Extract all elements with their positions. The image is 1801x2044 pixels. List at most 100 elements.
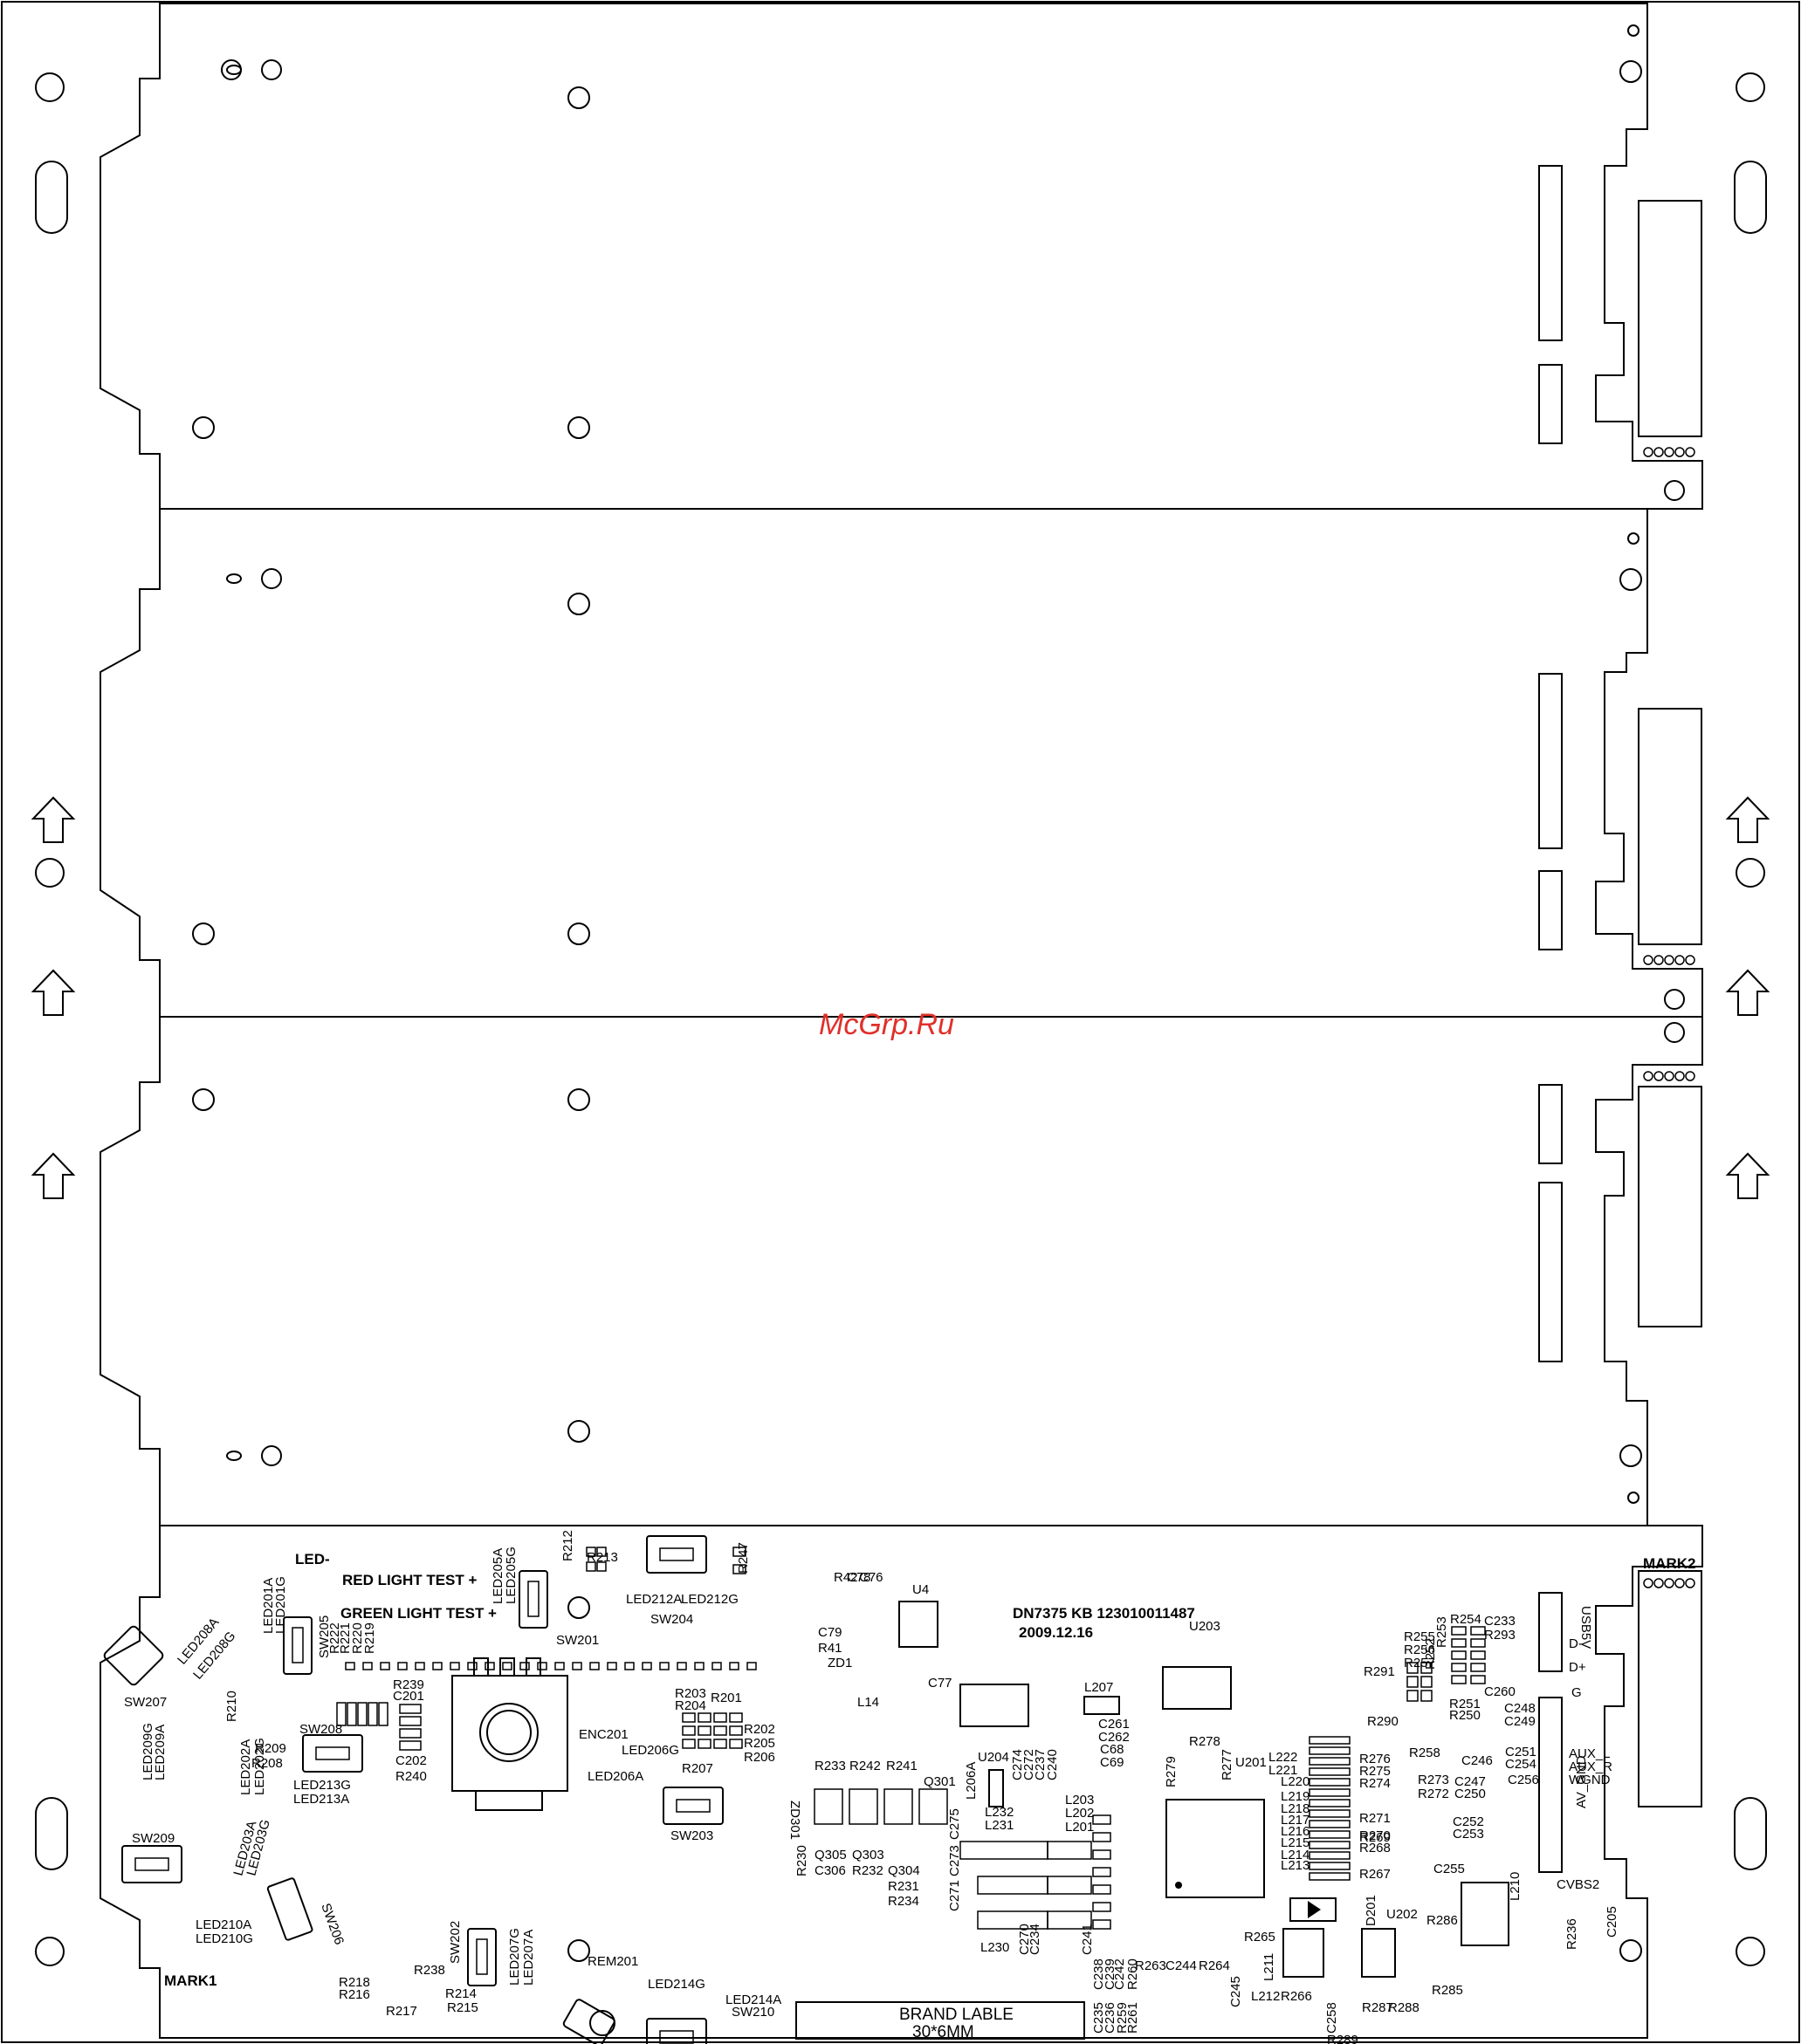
component-ref-c273: C273 [947,1845,962,1876]
component-ref-c233: C233 [1484,1614,1516,1629]
component-ref-c306: C306 [815,1863,846,1878]
sw209-footprint [121,1845,182,1883]
component-ref-r222: R222 [327,1622,342,1654]
component-ref-r273: R273 [1418,1773,1449,1787]
component-ref-r231: R231 [888,1879,919,1894]
svg-text:LED210A: LED210A [196,1917,251,1932]
component-ref-c240: C240 [1045,1749,1060,1780]
sw203-footprint [663,1787,724,1825]
board-3-outline [100,1016,1703,1526]
component-ref-c250: C250 [1454,1787,1486,1801]
svg-text:LED209A: LED209A [153,1725,168,1780]
svg-text:LED209G: LED209G [141,1723,155,1780]
component-ref-r218: R218 [339,1975,370,1990]
svg-text:U4: U4 [912,1582,929,1597]
component-ref-r254: R254 [1450,1612,1481,1627]
svg-text:LED213G: LED213G [293,1778,351,1793]
arrow-up-icon [31,796,76,843]
component-ref-c271: C271 [947,1880,962,1911]
component-ref-l207: L207 [1084,1680,1113,1695]
component-ref-c69: C69 [1100,1755,1124,1770]
svg-text:ENC201: ENC201 [579,1727,629,1742]
component-ref-r251: R251 [1449,1697,1481,1711]
component-ref-l214: L214 [1281,1848,1310,1862]
sw207-footprint [103,1625,164,1686]
component-ref-c275: C275 [947,1808,962,1840]
component-ref-r274: R274 [1359,1776,1391,1791]
svg-text:SW210: SW210 [732,2005,774,2020]
cvbs2-label: CVBS2 [1557,1877,1599,1892]
component-ref-l213: L213 [1281,1858,1310,1873]
board-id: DN7375 KB 123010011487 [1013,1605,1195,1622]
led-test-label: LED- [295,1551,330,1567]
component-ref-l219: L219 [1281,1789,1310,1804]
sw210-footprint [646,2018,707,2044]
component-ref-r201: R201 [711,1691,742,1705]
sw208-footprint [302,1734,363,1773]
direction-arrows [31,796,1770,1199]
component-ref-c272: C272 [1021,1749,1036,1780]
g-label: G [1571,1685,1582,1700]
svg-text:LED202A: LED202A [238,1739,253,1795]
svg-text:U202: U202 [1386,1907,1418,1922]
component-ref-l218: L218 [1281,1801,1310,1816]
component-ref-r261: R261 [1125,2002,1140,2034]
arrow-up-icon [1725,969,1770,1016]
component-ref-r242: R242 [849,1759,881,1773]
brand-label-line-2: 30*6MM [912,2023,974,2041]
chip-labels: U4 U201 U202 U203 U204 ENC201 REM201 Q30… [579,1582,1418,1969]
arrow-up-icon [1725,796,1770,843]
usb5v-label: USB5V [1578,1606,1593,1649]
component-ref-r259: R259 [1115,2002,1130,2034]
arrow-up-icon [31,969,76,1016]
component-ref-c249: C249 [1504,1714,1536,1729]
sw206-footprint [266,1877,313,1941]
svg-text:LED207G: LED207G [507,1928,522,1986]
component-ref-c78: C78 [847,1570,871,1585]
board-2-outline [100,508,1703,1018]
component-ref-l14: L14 [857,1695,879,1710]
component-ref-c238: C238 [1091,1958,1106,1990]
component-ref-l230: L230 [980,1940,1009,1955]
component-ref-r290: R290 [1367,1714,1399,1729]
component-ref-l217: L217 [1281,1813,1310,1828]
component-ref-r285: R285 [1432,1983,1463,1998]
component-ref-c247: C247 [1454,1774,1486,1789]
component-ref-r204: R204 [675,1698,706,1713]
component-ref-r230: R230 [794,1845,809,1876]
component-ref-c205: C205 [1605,1906,1619,1938]
component-ref-c255: C255 [1433,1862,1465,1876]
component-ref-r210: R210 [224,1691,239,1722]
green-light-test-label: GREEN LIGHT TEST + [340,1605,497,1622]
component-ref-l203: L203 [1065,1793,1094,1807]
svg-text:SW206: SW206 [318,1902,347,1947]
component-ref-c79: C79 [818,1625,842,1640]
component-ref-c254: C254 [1505,1757,1536,1772]
component-ref-c68: C68 [1100,1742,1124,1757]
component-ref-c260: C260 [1484,1684,1516,1699]
board-date: 2009.12.16 [1019,1624,1093,1641]
board-4-outline [100,1525,1703,2039]
svg-text:LED201G: LED201G [273,1576,288,1634]
component-ref-r263: R263 [1135,1958,1166,1973]
component-ref-r275: R275 [1359,1764,1391,1779]
svg-text:LED205G: LED205G [504,1547,519,1604]
component-ref-c252: C252 [1453,1814,1484,1829]
component-ref-r293: R293 [1484,1628,1516,1643]
component-ref-c236: C236 [1103,2002,1117,2034]
red-light-test-label: RED LIGHT TEST + [342,1572,478,1588]
component-ref-r241: R241 [886,1759,918,1773]
component-ref-r286: R286 [1426,1913,1458,1928]
component-ref-r238: R238 [414,1963,445,1978]
component-ref-l216: L216 [1281,1824,1310,1839]
led-labels: LED201A LED201G LED202A LED202G LED203A … [141,1547,781,2007]
component-ref-l220: L220 [1281,1774,1310,1789]
encoder-enc201 [451,1675,568,1792]
component-ref-r268: R268 [1359,1841,1391,1855]
component-ref-r277: R277 [1220,1749,1234,1780]
component-ref-r221: R221 [338,1622,353,1654]
svg-text:LED206A: LED206A [588,1769,643,1784]
component-ref-l211: L211 [1261,1953,1276,1981]
component-ref-l201: L201 [1065,1820,1094,1835]
component-ref-r236: R236 [1564,1918,1579,1950]
